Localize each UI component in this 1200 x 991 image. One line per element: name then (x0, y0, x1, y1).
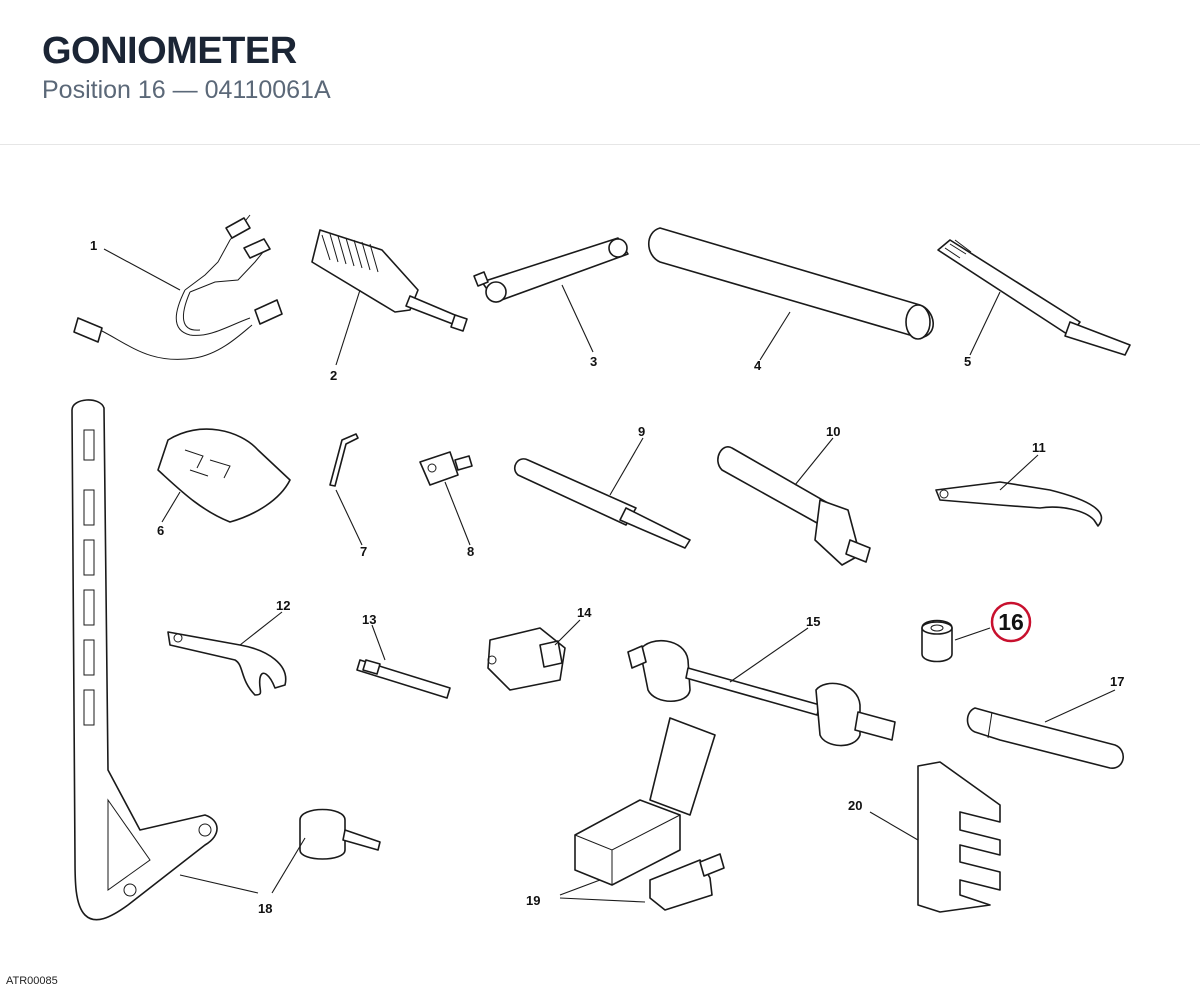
part-12-c-spanner[interactable] (167, 611, 287, 696)
drawing-reference: ATR00085 (6, 975, 58, 987)
part-18-frame[interactable] (71, 399, 381, 921)
part-16-bushing[interactable] (921, 619, 991, 663)
part-5-rod[interactable] (937, 239, 1131, 356)
label-part-17: 17 (1110, 674, 1124, 689)
header: GONIOMETER Position 16 — 04110061A (0, 0, 1200, 145)
label-part-6: 6 (157, 523, 164, 538)
label-part-16: 16 (998, 609, 1024, 635)
label-part-7: 7 (360, 544, 367, 559)
label-part-11: 11 (1032, 440, 1046, 455)
label-part-3: 3 (590, 354, 597, 369)
part-11-hook-spanner[interactable] (935, 454, 1103, 527)
part-6-pad[interactable] (157, 428, 291, 523)
part-10-tube-bracket[interactable] (717, 437, 871, 566)
part-2-knurled-handle[interactable] (311, 229, 468, 366)
part-9-pen-rod[interactable] (513, 437, 691, 549)
part-7-bent-pin[interactable] (329, 433, 363, 546)
label-part-14: 14 (577, 605, 592, 620)
label-part-5: 5 (964, 354, 971, 369)
label-part-10: 10 (826, 424, 840, 439)
label-part-2: 2 (330, 368, 337, 383)
part-15-puller-shaft[interactable] (627, 627, 896, 747)
part-3-link-bar[interactable] (473, 237, 629, 353)
label-part-20: 20 (848, 798, 862, 813)
part-13-pin[interactable] (356, 624, 451, 699)
part-1-cable-harness[interactable] (73, 214, 283, 360)
label-part-19: 19 (526, 893, 540, 908)
label-part-13: 13 (362, 612, 376, 627)
label-part-1: 1 (90, 238, 97, 253)
highlight-position-16[interactable]: 16 (990, 601, 1032, 643)
label-part-18: 18 (258, 901, 272, 916)
page-title: GONIOMETER (42, 30, 297, 72)
label-part-9: 9 (638, 424, 645, 439)
part-14-socket[interactable] (487, 619, 581, 691)
part-20-comb-gauge[interactable] (869, 761, 1001, 913)
part-19-box-block[interactable] (559, 717, 725, 911)
label-part-8: 8 (467, 544, 474, 559)
label-part-15: 15 (806, 614, 820, 629)
label-part-12: 12 (276, 598, 290, 613)
label-part-4: 4 (754, 358, 762, 373)
part-17-stepped-shaft[interactable] (966, 689, 1124, 769)
highlight-ring (990, 601, 1032, 643)
part-8-nut[interactable] (419, 451, 473, 546)
part-4-cylinder[interactable] (647, 227, 934, 361)
page-subtitle: Position 16 — 04110061A (42, 76, 331, 104)
